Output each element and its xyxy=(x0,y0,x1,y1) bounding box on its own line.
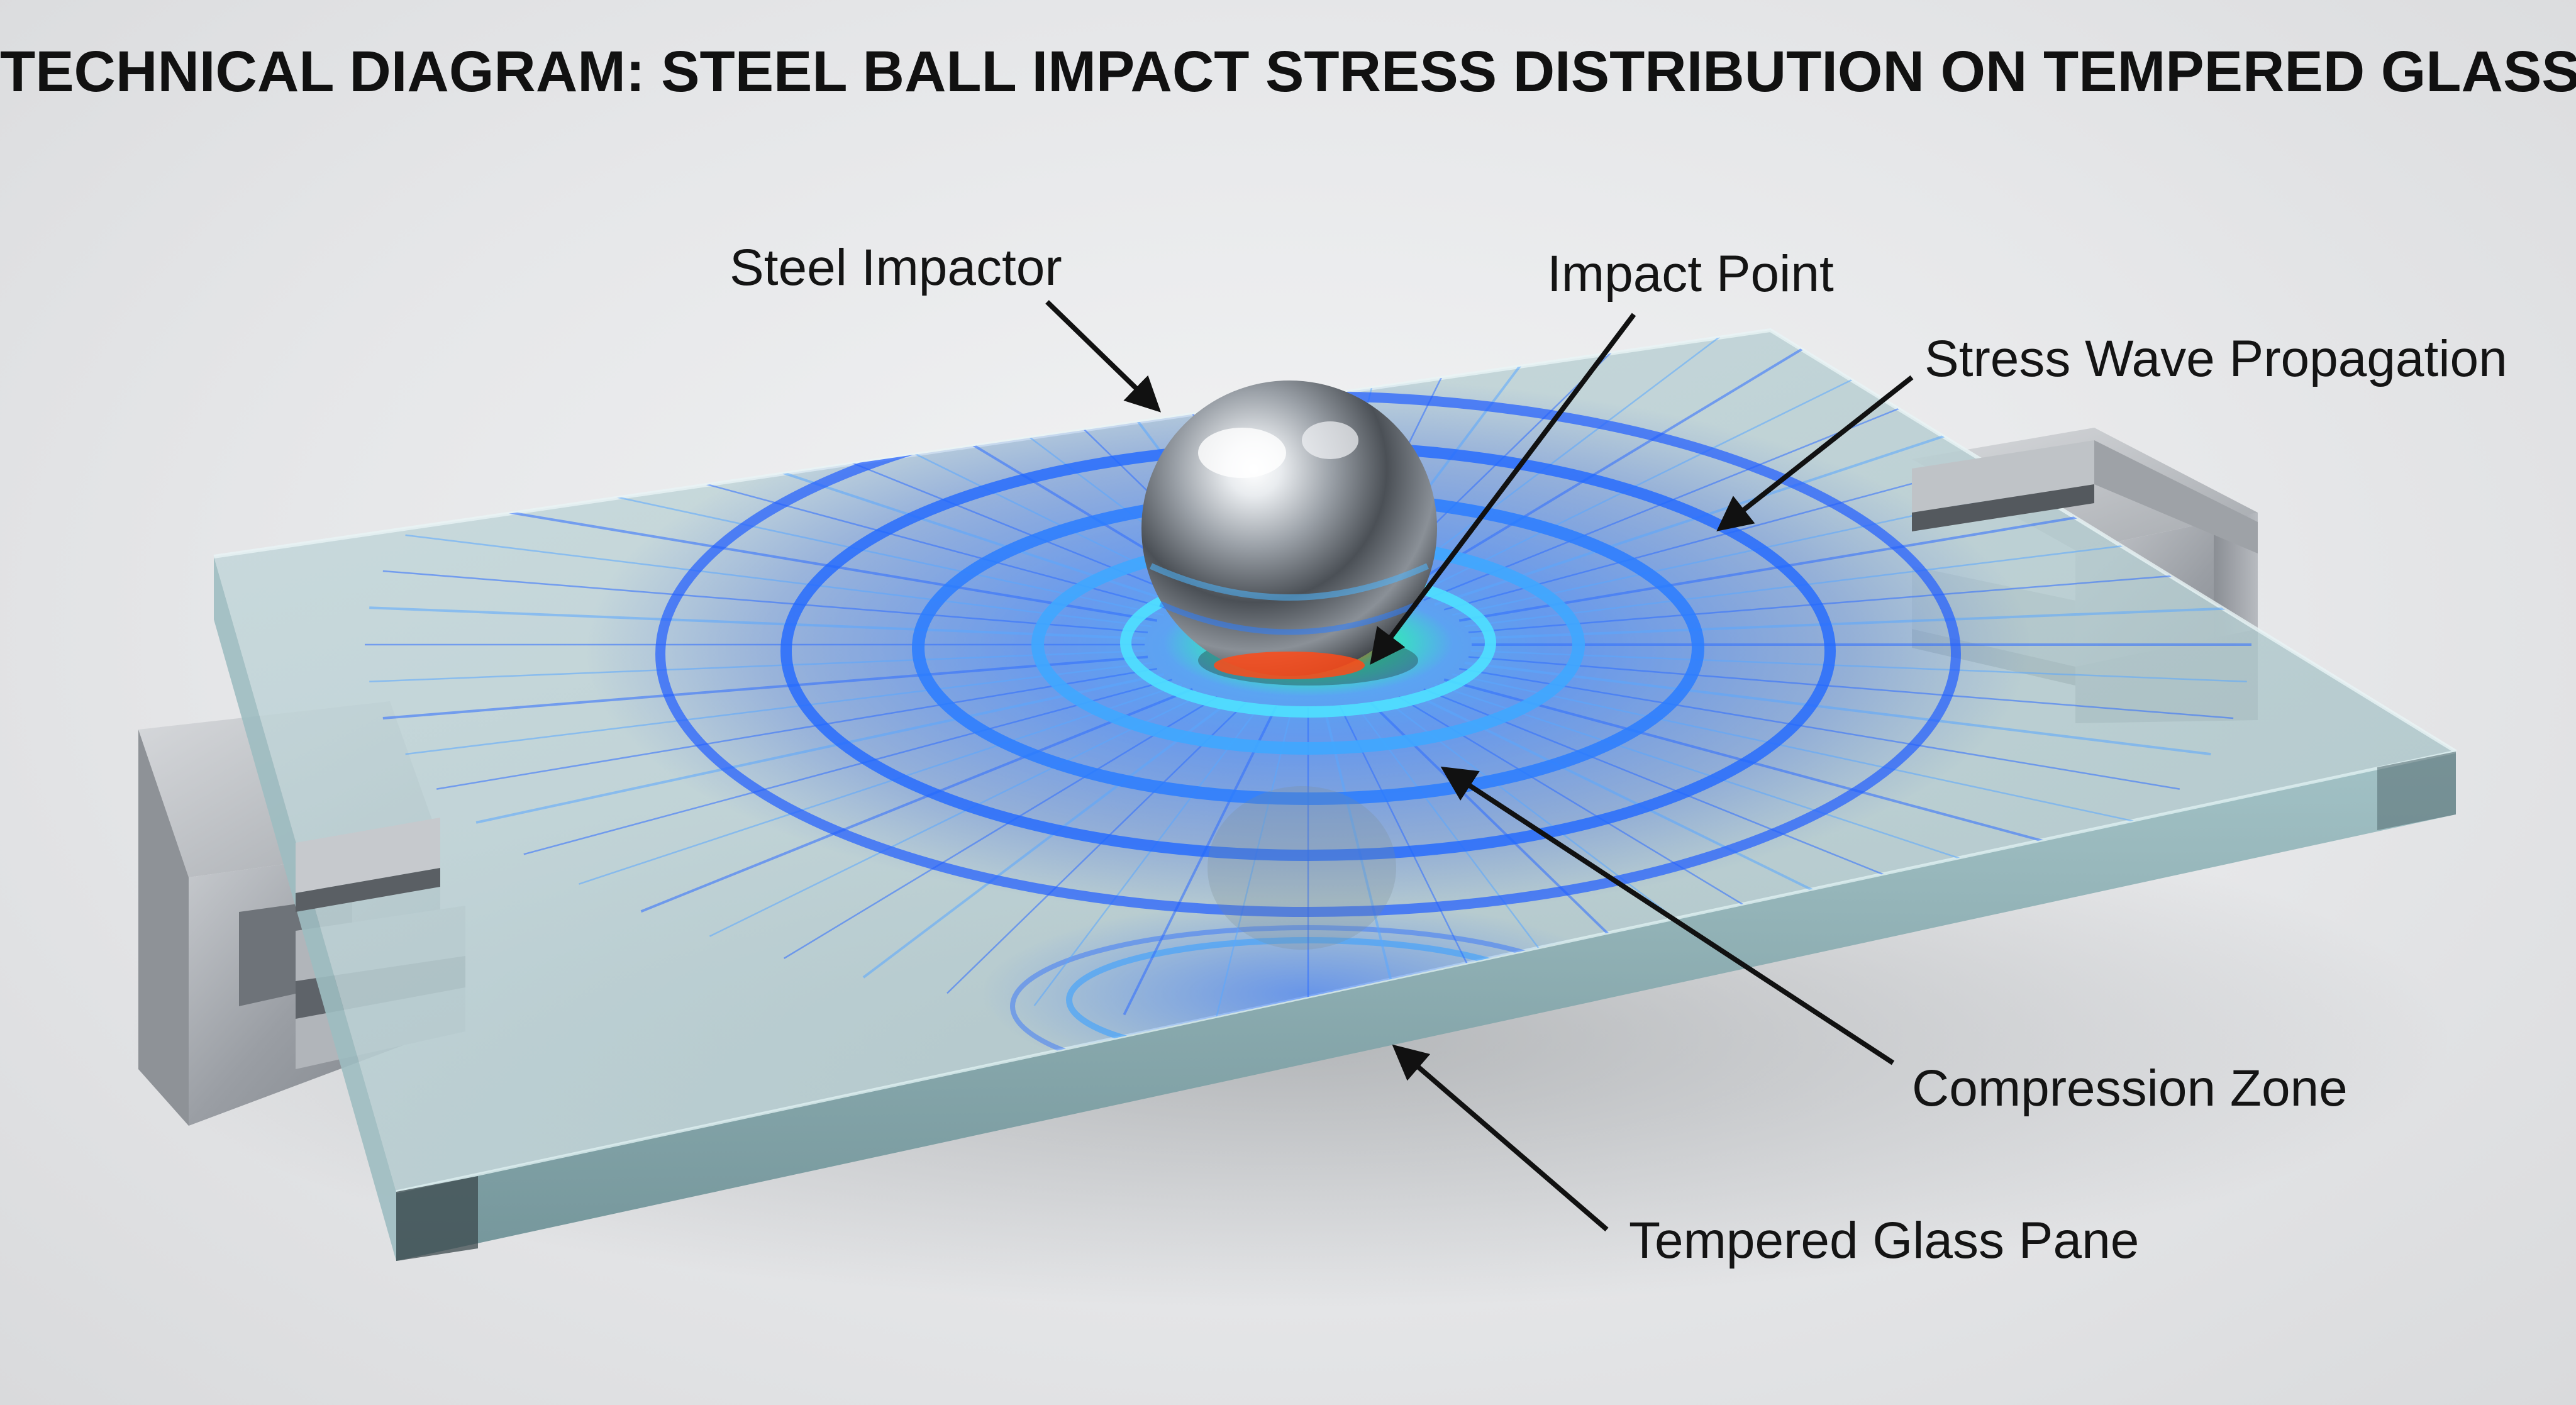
stress-ray xyxy=(369,606,1146,640)
stress-ray xyxy=(436,499,1158,622)
stress-ray xyxy=(382,570,1148,633)
label-impact-point: Impact Point xyxy=(1547,245,1834,303)
stress-ray xyxy=(1468,570,2234,633)
stress-ray xyxy=(382,655,1148,720)
arrow-tempered-glass xyxy=(1392,1044,1609,1232)
stress-ray xyxy=(1123,706,1278,1016)
right-clamp-front xyxy=(1912,440,2258,553)
stress-ray xyxy=(1464,662,2211,756)
stress-ray xyxy=(523,679,1173,855)
stress-ray xyxy=(369,650,1146,683)
label-tempered-glass-pane: Tempered Glass Pane xyxy=(1629,1212,2140,1269)
stress-ray xyxy=(783,696,1218,959)
stress-ray xyxy=(1468,656,2234,719)
diagram-title: TECHNICAL DIAGRAM: STEEL BALL IMPACT STR… xyxy=(0,40,2576,104)
stress-ray xyxy=(1434,684,2038,885)
stress-ray xyxy=(1384,330,1753,590)
stress-ray xyxy=(1458,499,2180,622)
stress-ray xyxy=(862,699,1232,979)
stress-ray xyxy=(1443,678,2093,856)
label-steel-impactor: Steel Impactor xyxy=(730,239,1062,296)
stress-ray xyxy=(1459,668,2180,790)
stress-ray xyxy=(1470,606,2247,640)
ball-reflection xyxy=(1208,786,1396,950)
label-compression-zone: Compression Zone xyxy=(1912,1060,2348,1117)
stress-ray xyxy=(475,673,1165,824)
stress-ray xyxy=(1423,377,1976,601)
stress-ray xyxy=(1214,707,1293,1021)
stress-ray xyxy=(709,692,1205,937)
stress-ray xyxy=(947,702,1246,994)
callout-arrows xyxy=(1045,300,1914,1232)
stress-ray xyxy=(405,534,1152,628)
arrow-stress-wave xyxy=(1716,375,1914,531)
stress-ray xyxy=(436,668,1157,790)
stress-ray xyxy=(1411,352,1907,597)
arrow-impact-point xyxy=(1370,313,1636,665)
stress-ray xyxy=(1323,707,1402,1021)
stress-ray xyxy=(1470,650,2247,683)
stress-ray xyxy=(1033,704,1262,1006)
stress-ray xyxy=(1452,673,2141,824)
steel-impactor-ball xyxy=(1141,380,1437,686)
stress-ray xyxy=(1464,534,2211,628)
stress-ray xyxy=(579,684,1182,885)
label-stress-wave-propagation: Stress Wave Propagation xyxy=(1924,330,2507,387)
arrow-steel-impactor xyxy=(1045,300,1162,413)
stress-ray xyxy=(405,662,1152,755)
left-clamp-front xyxy=(296,818,440,912)
arrow-compression-zone xyxy=(1440,766,1895,1065)
stress-ray xyxy=(640,687,1193,913)
stress-ray xyxy=(1398,330,1833,594)
